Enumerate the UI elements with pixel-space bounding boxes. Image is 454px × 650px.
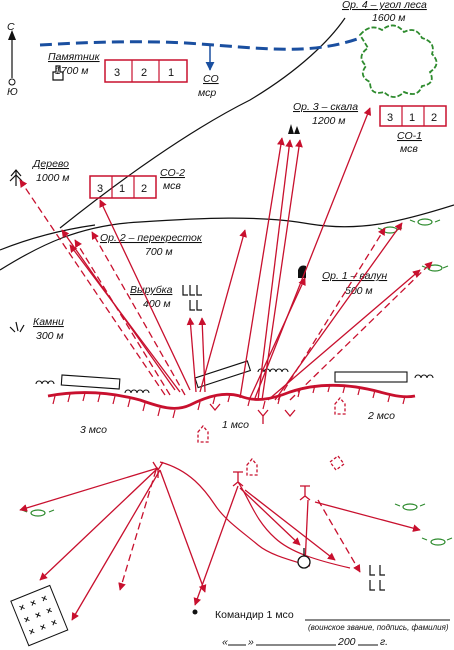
obstacle-strips bbox=[35, 360, 434, 394]
terrain-road-east bbox=[0, 204, 454, 271]
terrain-road-west bbox=[0, 224, 96, 251]
svg-text:мсв: мсв bbox=[163, 180, 181, 192]
so2-cell-1: 3 bbox=[97, 183, 103, 195]
position-symbols bbox=[152, 396, 346, 501]
label-or1: Ор. 1 – валун 500 м bbox=[322, 270, 387, 297]
front-line-ticks bbox=[52, 383, 406, 419]
signature-note: (воинское звание, подпись, фамилия) bbox=[308, 623, 449, 632]
label-or3: Ор. 3 – скала 1200 м bbox=[293, 101, 358, 127]
svg-text:СО: СО bbox=[203, 73, 219, 85]
footer-signature: Командир 1 мсо (воинское звание, подпись… bbox=[215, 609, 450, 648]
svg-text:1600 м: 1600 м bbox=[372, 12, 405, 24]
minefield-icon bbox=[10, 584, 69, 647]
so1-cell-1: 3 bbox=[387, 112, 393, 124]
so2-cell-3: 2 bbox=[141, 183, 147, 195]
svg-text:1000 м: 1000 м bbox=[36, 172, 69, 184]
svg-text:500 м: 500 м bbox=[345, 285, 373, 297]
svg-text:700 м: 700 м bbox=[145, 246, 173, 258]
svg-text:Камни: Камни bbox=[33, 316, 64, 328]
clearing-icon-2 bbox=[369, 565, 385, 591]
label-so-msr: СО мср bbox=[198, 73, 219, 99]
date-quote-close: » bbox=[248, 636, 254, 648]
sector-box-so-msr: 3 2 1 bbox=[104, 59, 188, 83]
compass-north-label: С bbox=[7, 21, 15, 33]
label-derevo: Дерево 1000 м bbox=[32, 158, 69, 184]
svg-text:СО-2: СО-2 bbox=[160, 167, 185, 179]
clearing-icon bbox=[182, 285, 202, 311]
fire-arrows bbox=[61, 107, 421, 401]
svg-text:мсв: мсв bbox=[400, 143, 418, 155]
label-or4: Ор. 4 – угол леса 1600 м bbox=[342, 0, 427, 24]
so-msr-cell-2: 2 bbox=[141, 67, 147, 79]
commander-post-icon bbox=[297, 548, 311, 569]
unit-label-2: 2 мсо bbox=[367, 410, 395, 422]
route-line-2 bbox=[237, 481, 351, 569]
route-line bbox=[159, 461, 311, 567]
so2-cell-2: 1 bbox=[119, 183, 125, 195]
svg-text:Дерево: Дерево bbox=[32, 158, 69, 170]
svg-text:1700 м: 1700 м bbox=[55, 65, 88, 77]
label-kamni: Камни 300 м bbox=[33, 316, 64, 342]
svg-text:Ор. 2 – перекресток: Ор. 2 – перекресток bbox=[100, 232, 203, 244]
unit-label-1: 1 мсо bbox=[222, 419, 249, 431]
commander-label: Командир 1 мсо bbox=[215, 609, 294, 621]
rock-icon bbox=[288, 124, 300, 134]
label-or2: Ор. 2 – перекресток 700 м bbox=[100, 232, 203, 258]
compass-south-label: Ю bbox=[7, 86, 18, 98]
sector-box-so2: 3 1 2 bbox=[89, 175, 157, 199]
sector-box-so1: 3 1 2 bbox=[379, 105, 447, 127]
svg-text:мср: мср bbox=[198, 87, 216, 99]
unit-label-3: 3 мсо bbox=[80, 424, 107, 436]
command-point-icon bbox=[192, 609, 198, 615]
svg-text:СО-1: СО-1 bbox=[397, 130, 422, 142]
monument-icon bbox=[52, 65, 64, 81]
label-vyrubka: Вырубка 400 м bbox=[130, 284, 173, 310]
label-pamyatnik: Памятник 1700 м bbox=[48, 51, 101, 77]
svg-text:Ор. 4 – угол леса: Ор. 4 – угол леса bbox=[342, 0, 427, 11]
svg-text:1200 м: 1200 м bbox=[312, 115, 345, 127]
label-so2: СО-2 мсв bbox=[160, 167, 185, 192]
rear-arrows-dashed bbox=[118, 469, 361, 591]
svg-text:400 м: 400 м bbox=[143, 298, 171, 310]
blue-dashed-boundary bbox=[39, 36, 361, 51]
rear-arrows bbox=[19, 467, 421, 621]
so-msr-cell-1: 3 bbox=[114, 67, 120, 79]
compass-icon: С Ю bbox=[7, 21, 18, 98]
year-suffix: г. bbox=[380, 636, 388, 648]
svg-text:Памятник: Памятник bbox=[48, 51, 101, 63]
label-so1: СО-1 мсв bbox=[397, 130, 422, 155]
so-msr-cell-3: 1 bbox=[168, 67, 174, 79]
svg-text:Ор. 3 – скала: Ор. 3 – скала bbox=[293, 101, 358, 113]
year-text: 200 bbox=[337, 636, 356, 648]
stones-icon bbox=[9, 321, 25, 333]
so1-cell-3: 2 bbox=[431, 112, 437, 124]
date-quote-open: « bbox=[222, 636, 228, 648]
tree-icon bbox=[9, 169, 23, 186]
svg-text:Вырубка: Вырубка bbox=[130, 284, 173, 296]
fire-arrows-dashed bbox=[19, 179, 433, 401]
terrain-boundary-north bbox=[59, 17, 346, 229]
svg-text:300 м: 300 м bbox=[36, 330, 64, 342]
so1-cell-2: 1 bbox=[409, 112, 415, 124]
forest-icon bbox=[358, 24, 438, 98]
